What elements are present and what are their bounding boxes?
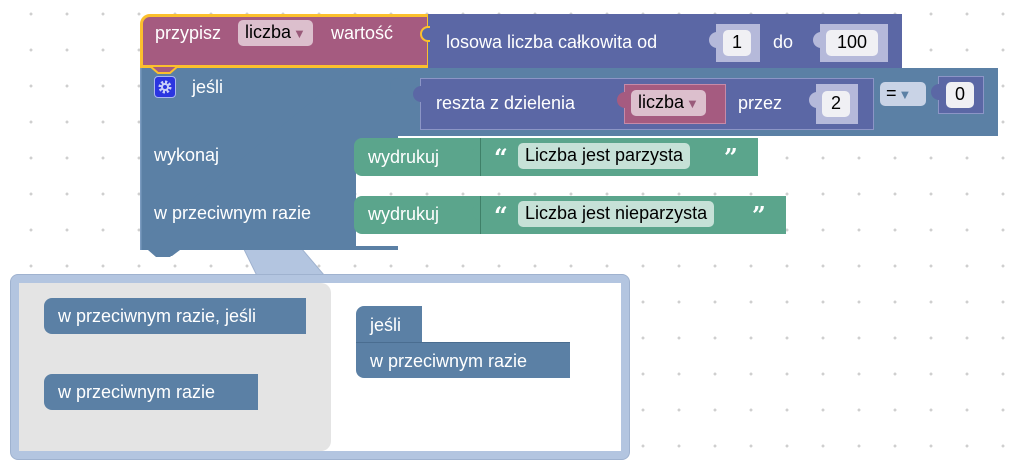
modulo-label: reszta z dzielenia	[436, 93, 576, 113]
to-connector	[813, 32, 821, 48]
open-quote-icon: “	[494, 143, 508, 172]
mutator-else-label: w przeciwnym razie	[370, 351, 528, 371]
flyout-else-if-block[interactable]: w przeciwnym razie, jeśli	[44, 298, 306, 334]
from-value-field[interactable]: 1	[723, 30, 751, 56]
right-value-field[interactable]: 0	[946, 82, 974, 108]
string-field-even[interactable]: Liczba jest parzysta	[518, 143, 691, 169]
value-label: wartość	[331, 23, 394, 43]
mutator-if-block[interactable]: jeśli	[356, 306, 422, 342]
gear-icon[interactable]	[154, 76, 176, 98]
by-label: przez	[738, 93, 783, 113]
from-connector	[709, 32, 717, 48]
if-else-c-shape	[140, 66, 398, 257]
input-connector	[390, 78, 398, 94]
print-label: wydrukuj	[368, 204, 440, 224]
variable-connector	[617, 92, 625, 108]
random-int-connector	[420, 26, 430, 42]
random-int-label: losowa liczba całkowita od	[446, 32, 658, 52]
to-label: do	[773, 32, 794, 52]
flyout-else-block[interactable]: w przeciwnym razie	[44, 374, 258, 410]
set-block-notch	[150, 66, 180, 74]
variable-name: liczba	[638, 92, 685, 112]
divisor-connector	[809, 92, 817, 108]
modulo-connector	[413, 86, 421, 102]
flyout-else-label: w przeciwnym razie	[58, 382, 216, 402]
string-connector	[472, 204, 480, 220]
dropdown-arrow-icon: ▼	[293, 26, 306, 41]
if-label: jeśli	[192, 77, 224, 97]
string-field-odd[interactable]: Liczba jest nieparzysta	[518, 201, 715, 227]
operator-dropdown[interactable]: =▼	[880, 82, 926, 106]
close-quote-icon: ”	[724, 143, 738, 172]
number-connector	[931, 84, 939, 100]
flyout-else-if-label: w przeciwnym razie, jeśli	[58, 306, 257, 326]
mutator-if-label: jeśli	[370, 315, 402, 335]
open-quote-icon: “	[494, 201, 508, 230]
do-label: wykonaj	[154, 145, 220, 165]
mutator-else-block[interactable]: w przeciwnym razie	[356, 342, 570, 378]
set-label: przypisz	[155, 23, 222, 43]
else-label: w przeciwnym razie	[154, 203, 312, 223]
set-variable-dropdown[interactable]: liczba▼	[238, 20, 313, 46]
dropdown-arrow-icon: ▼	[898, 87, 912, 102]
operator-symbol: =	[886, 83, 897, 103]
modulo-variable-dropdown[interactable]: liczba▼	[631, 90, 706, 116]
string-connector	[472, 146, 480, 162]
close-quote-icon: ”	[752, 201, 766, 230]
divisor-field[interactable]: 2	[822, 91, 850, 117]
to-value-field[interactable]: 100	[826, 30, 878, 56]
print-label: wydrukuj	[368, 147, 440, 167]
variable-name: liczba	[245, 22, 292, 42]
dropdown-arrow-icon: ▼	[686, 96, 699, 111]
